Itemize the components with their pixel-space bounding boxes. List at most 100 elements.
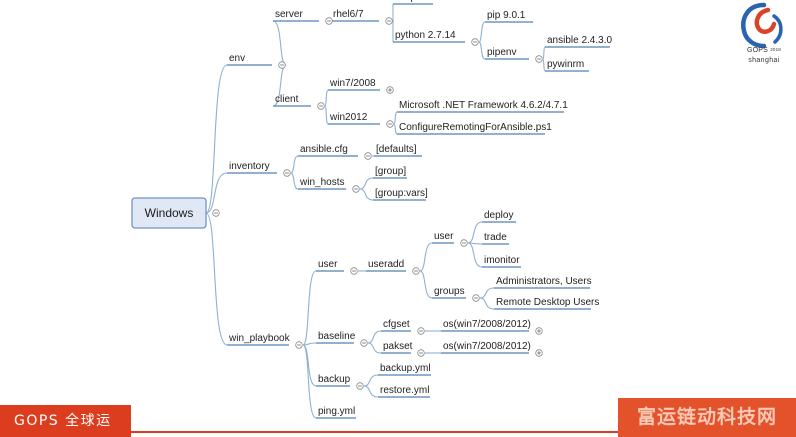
connector-env-server <box>272 20 287 66</box>
connector-user_sub-imonitor <box>467 242 483 268</box>
node-ansible-ver[interactable]: ansible 2.4.3.0 <box>547 35 612 46</box>
connector-lines <box>205 4 546 419</box>
logo-title-text: GOPS <box>747 47 769 54</box>
connector-python-pip <box>478 21 486 43</box>
collapse-toggle-baseline[interactable] <box>360 339 368 347</box>
connector-baseline-pakset <box>367 342 382 354</box>
collapse-toggle-pipenv[interactable] <box>535 55 543 63</box>
connector-useradd-user_sub <box>419 242 433 272</box>
node-group[interactable]: [group] <box>375 166 406 177</box>
connector-client-win7 <box>324 89 329 107</box>
node-sshpass[interactable]: sshpass <box>395 0 432 3</box>
node-useradd[interactable]: useradd <box>368 259 404 270</box>
collapse-toggle-win_playbook[interactable] <box>295 341 303 349</box>
connector-groups-remote_desktop <box>479 297 495 310</box>
connector-user_sub-deploy <box>467 221 483 244</box>
connector-backup-backup_yml <box>363 374 379 387</box>
watermark-text: 富运链动科技网 <box>636 406 777 428</box>
connector-backup-restore_yml <box>363 385 379 398</box>
node-netfx[interactable]: Microsoft .NET Framework 4.6.2/4.7.1 <box>399 100 568 111</box>
collapse-toggle-python[interactable] <box>471 38 479 46</box>
node-administrators[interactable]: Administrators, Users <box>496 276 592 287</box>
collapse-toggle-useradd[interactable] <box>412 267 420 275</box>
connector-win2012-configremoting <box>393 123 398 135</box>
node-pywinrm[interactable]: pywinrm <box>547 59 584 70</box>
node-labels: env server rhel6/7 sshpass python 2.7.14 pip … <box>131 0 612 417</box>
node-defaults[interactable]: [defaults] <box>376 144 417 155</box>
collapse-toggle-win_hosts[interactable] <box>352 185 360 193</box>
connector-win2012-netfx <box>393 111 398 125</box>
node-win7[interactable]: win7/2008 <box>329 78 376 89</box>
connector-inventory-ansible_cfg <box>290 155 299 174</box>
connector-win_hosts-group_vars <box>359 188 374 201</box>
collapse-toggle-client[interactable] <box>317 102 325 110</box>
collapse-toggle-ROOT[interactable] <box>212 209 220 217</box>
node-group-vars[interactable]: [group:vars] <box>375 188 428 199</box>
node-ping-yml[interactable]: ping.yml <box>318 406 355 417</box>
node-server[interactable]: server <box>275 9 303 20</box>
node-user-sub[interactable]: user <box>434 231 454 242</box>
connector-python-pipenv <box>478 41 486 60</box>
node-python[interactable]: python 2.7.14 <box>395 30 456 41</box>
node-win-hosts[interactable]: win_hosts <box>299 177 344 188</box>
collapse-toggle-user[interactable] <box>350 267 358 275</box>
node-env[interactable]: env <box>229 53 245 64</box>
connector-pipenv-pywinrm <box>542 58 546 72</box>
expand-toggle-pakset_os[interactable] <box>535 349 543 357</box>
root-node-box[interactable] <box>131 197 207 229</box>
collapse-toggle-env[interactable] <box>278 61 286 69</box>
node-inventory[interactable]: inventory <box>229 161 270 172</box>
node-pakset[interactable]: pakset <box>383 341 413 352</box>
logo-city: shanghai <box>748 57 780 64</box>
node-baseline[interactable]: baseline <box>318 331 356 342</box>
expand-toggle-win7[interactable] <box>386 86 394 94</box>
connector-client-win2012 <box>324 105 329 125</box>
node-backup-yml[interactable]: backup.yml <box>380 363 431 374</box>
node-pip[interactable]: pip 9.0.1 <box>487 10 526 21</box>
node-user[interactable]: user <box>318 259 338 270</box>
node-backup[interactable]: backup <box>318 374 351 385</box>
node-restore-yml[interactable]: restore.yml <box>380 385 429 396</box>
node-groups[interactable]: groups <box>434 286 465 297</box>
node-cfgset-os[interactable]: os(win7/2008/2012) <box>443 319 531 330</box>
node-configremoting[interactable]: ConfigureRemotingForAnsible.ps1 <box>399 122 552 133</box>
node-imonitor[interactable]: imonitor <box>484 255 520 266</box>
collapse-toggles <box>212 17 543 390</box>
collapse-toggle-inventory[interactable] <box>283 169 291 177</box>
node-client[interactable]: client <box>275 94 299 105</box>
connector-pipenv-ansible_ver <box>542 46 546 60</box>
footer-brand-bar: GOPS 全球运 <box>0 405 131 437</box>
collapse-toggle-rhel[interactable] <box>385 17 393 25</box>
node-deploy[interactable]: deploy <box>484 210 513 221</box>
collapse-toggle-user_sub[interactable] <box>460 239 468 247</box>
collapse-toggle-server[interactable] <box>325 17 333 25</box>
connector-ROOT-env <box>205 64 228 214</box>
node-win2012[interactable]: win2012 <box>329 112 368 123</box>
node-ansible-cfg[interactable]: ansible.cfg <box>300 144 348 155</box>
connector-win_playbook-user <box>302 270 317 346</box>
footer-watermark-box: 富运链动科技网 <box>618 398 796 437</box>
node-pakset-os[interactable]: os(win7/2008/2012) <box>443 341 531 352</box>
collapse-toggle-groups[interactable] <box>472 294 480 302</box>
collapse-toggle-pakset[interactable] <box>417 349 425 357</box>
footer-divider-line <box>131 431 618 433</box>
node-remote-desktop[interactable]: Remote Desktop Users <box>496 297 599 308</box>
root-node-label[interactable]: Windows <box>145 206 194 220</box>
collapse-toggle-ansible_cfg[interactable] <box>364 152 372 160</box>
collapse-toggle-cfgset[interactable] <box>417 327 425 335</box>
connector-groups-administrators <box>479 287 495 299</box>
connector-win_hosts-group <box>359 177 374 190</box>
gops-logo-icon <box>741 2 783 49</box>
connector-ROOT-win_playbook <box>205 212 228 346</box>
node-rhel[interactable]: rhel6/7 <box>333 9 364 20</box>
node-trade[interactable]: trade <box>484 232 507 243</box>
expand-toggle-cfgset_os[interactable] <box>535 327 543 335</box>
collapse-toggle-backup[interactable] <box>356 382 364 390</box>
node-underlines <box>227 3 610 419</box>
connector-ROOT-inventory <box>205 172 228 214</box>
connector-win_playbook-baseline <box>302 342 317 346</box>
collapse-toggle-win2012[interactable] <box>386 120 394 128</box>
node-cfgset[interactable]: cfgset <box>383 319 410 330</box>
node-pipenv[interactable]: pipenv <box>487 47 516 58</box>
node-win-playbook[interactable]: win_playbook <box>228 333 291 344</box>
